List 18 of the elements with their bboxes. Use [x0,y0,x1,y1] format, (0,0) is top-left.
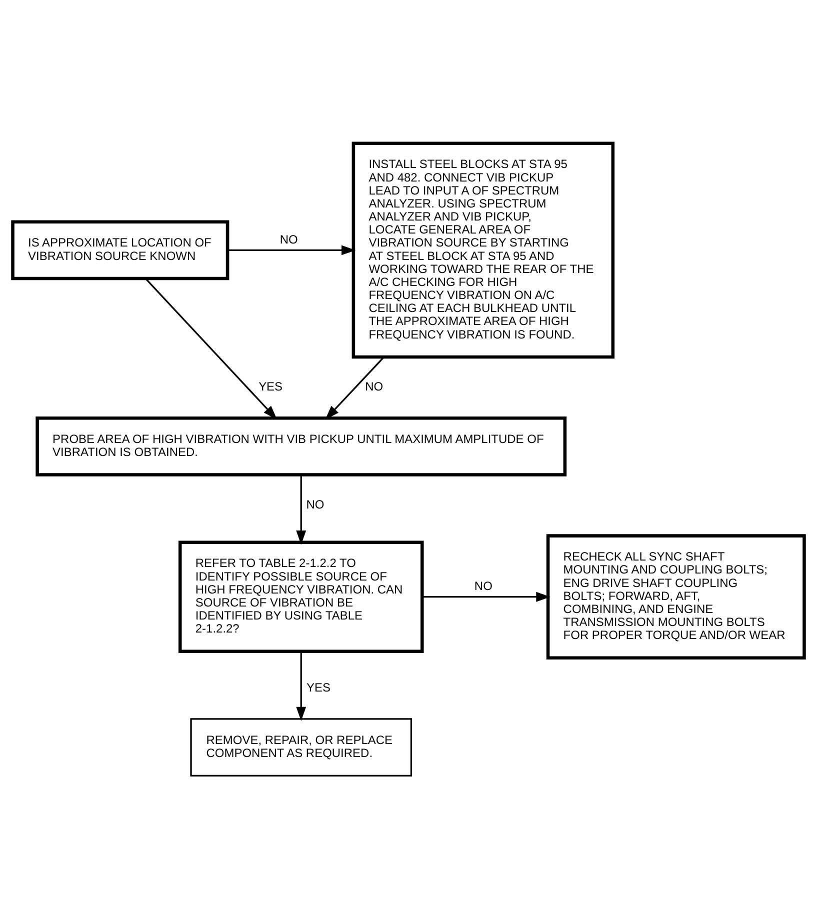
edge-label: NO [280,232,298,246]
node-box: PROBE AREA OF HIGH VIBRATION WITH VIB PICKUP UNTIL MAXIMUM AMPLITUDE OF VIBRATION IS OBTAINED. [36,416,567,476]
edge-label: NO [306,496,324,511]
node-box: IS APPROXIMATE LOCATION OF VIBRATION SOURCE KNOWN [11,220,230,280]
edge-label: NO [474,578,492,593]
arrow [325,356,384,420]
arrow [296,474,306,544]
arrow [296,650,306,721]
arrow [145,278,278,420]
arrow [422,591,550,602]
edge-label: YES [258,379,283,394]
node-box: REFER TO TABLE 2-1.2.2 TO IDENTIFY POSSIBLE SOURCE OF HIGH FREQUENCY VIBRATION. CAN SOURCE OF VIBRATION BE IDENTIFIED BY USING TABLE 2-1.2.2? [178,540,424,652]
node-box: REMOVE, REPAIR, OR REPLACE COMPONENT AS REQUIRED. [190,718,412,776]
node-box: INSTALL STEEL BLOCKS AT STA 95 AND 482. CONNECT VIB PICKUP LEAD TO INPUT A OF SPECTRUM ANALYZER. USING SPECTRUM ANALYZER AND VIB PICKUP, LOCATE GENERAL AREA OF VIBRATION SOURCE BY STARTING AT STEEL BLOCK AT STA 95 AND WORKING TOWARD THE REAR OF THE A/C CHECKING FOR HIGH FREQUENCY VIBRATION ON A/C CEILING AT EACH BULKHEAD UNTIL THE APPROXIMATE AREA OF HIGH FREQUENCY VIBRATION IS FOUND. [352,141,615,358]
arrow [228,244,356,255]
node-box: RECHECK ALL SYNC SHAFT MOUNTING AND COUPLING BOLTS; ENG DRIVE SHAFT COUPLING BOLTS; FORWARD, AFT, COMBINING, AND ENGINE TRANSMISSION MOUNTING BOLTS FOR PROPER TORQUE AND/OR WEAR [546,534,806,660]
edge-label: YES [306,680,331,694]
edge-label: NO [365,379,384,394]
